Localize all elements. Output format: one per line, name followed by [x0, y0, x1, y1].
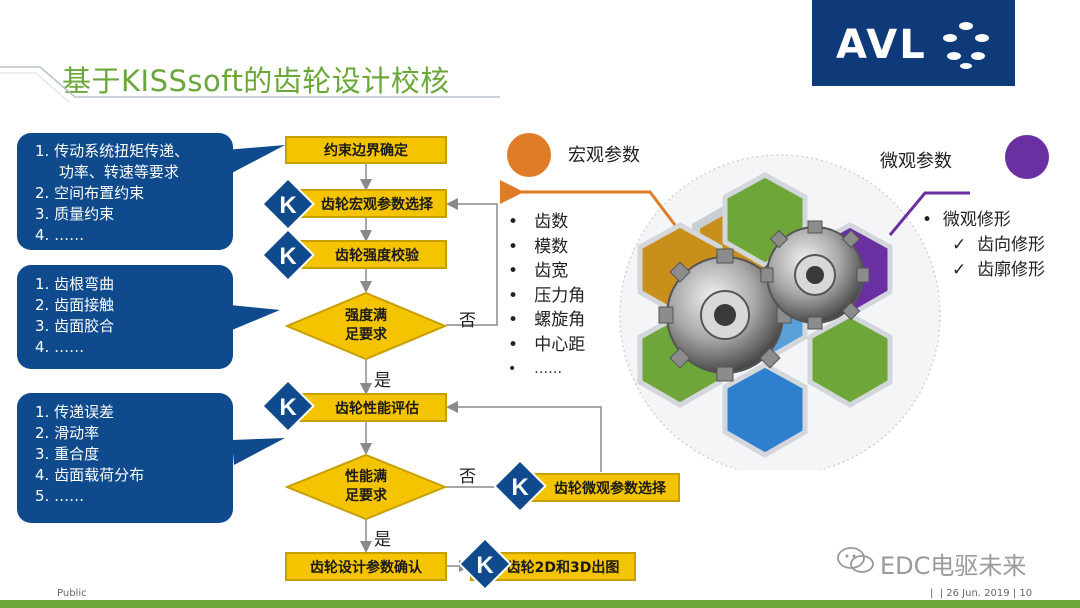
slide-title: 基于KISSsoft的齿轮设计校核	[62, 64, 450, 98]
list-item: 1. 齿根弯曲	[35, 275, 115, 293]
decision-strength-line2: 足要求	[345, 327, 387, 343]
kisssoft-k-icon-letter: K	[511, 474, 529, 501]
decision-performance-line2: 足要求	[345, 488, 387, 504]
performance-callout: 1. 传递误差 2. 滑动率 3. 重合度 4. 齿面载荷分布 5. ……	[17, 393, 233, 523]
micro-parameters-title: 微观参数	[880, 151, 952, 172]
list-item: • 中心距	[508, 334, 586, 355]
flow-step-constraints: 约束边界确定	[285, 136, 447, 164]
strength-callout: 1. 齿根弯曲 2. 齿面接触 3. 齿面胶合 4. ……	[17, 265, 233, 369]
kisssoft-k-icon-letter: K	[279, 192, 297, 219]
list-item: ✓ 齿向修形	[952, 235, 1046, 255]
decision-strength-line1: 强度满	[345, 308, 387, 324]
micro-indicator-dot	[1005, 135, 1049, 179]
kisssoft-k-icon	[261, 379, 315, 433]
avl-logo-mark-icon	[941, 20, 991, 71]
list-item: 4. ……	[35, 226, 85, 244]
list-item: 功率、转速等要求	[35, 163, 179, 181]
kisssoft-k-icon-letter: K	[476, 552, 494, 579]
list-item: • 齿宽	[508, 261, 569, 281]
footer-classification: Public	[57, 588, 87, 599]
no-label: 否	[459, 311, 476, 331]
wechat-icon	[837, 547, 874, 573]
list-item: 3. 质量约束	[35, 205, 115, 223]
flow-decision-performance	[285, 453, 447, 521]
gear-icon	[760, 220, 870, 330]
list-item: • ……	[508, 361, 563, 377]
flow-decision-strength	[285, 291, 447, 361]
kisssoft-k-icon	[493, 459, 547, 513]
kisssoft-k-icon	[261, 228, 315, 282]
kisssoft-k-icon	[261, 177, 315, 231]
list-item: • 微观修形	[922, 210, 1011, 230]
macro-parameters-title: 宏观参数	[568, 145, 640, 166]
kisssoft-k-icon-letter: K	[279, 394, 297, 421]
list-item: 4. ……	[35, 338, 85, 356]
watermark-text: EDC电驱未来	[880, 552, 1027, 580]
gear-hexagon-graphic	[500, 154, 970, 470]
footer-bar	[0, 600, 1080, 608]
list-item: ✓ 齿廓修形	[952, 260, 1046, 280]
list-item: • 齿数	[508, 212, 569, 232]
list-item: 2. 滑动率	[35, 424, 100, 442]
list-item: • 压力角	[508, 285, 586, 306]
avl-logo-text: AVL	[836, 22, 927, 68]
kisssoft-k-icon-letter: K	[279, 243, 297, 270]
list-item: 2. 齿面接触	[35, 296, 115, 314]
flow-step-micro-selection: 齿轮微观参数选择	[520, 473, 680, 502]
macro-indicator-dot	[507, 133, 551, 177]
kisssoft-k-icon	[458, 537, 512, 591]
list-item: 5. ……	[35, 487, 85, 505]
decision-performance-line1: 性能满	[345, 469, 387, 485]
yes-label: 是	[374, 530, 391, 550]
list-item: 3. 齿面胶合	[35, 317, 115, 335]
list-item: 2. 空间布置约束	[35, 184, 145, 202]
list-item: 1. 传递误差	[35, 403, 115, 421]
list-item: • 螺旋角	[508, 310, 586, 330]
callout-pointers	[225, 145, 285, 465]
flow-step-performance: 齿轮性能评估	[285, 393, 447, 422]
list-item: • 模数	[508, 236, 569, 257]
list-item: 1. 传动系统扭矩传递、	[35, 142, 190, 160]
kisssoft-badges: K K K K K	[261, 177, 547, 591]
constraints-callout: 1. 传动系统扭矩传递、 功率、转速等要求 2. 空间布置约束 3. 质量约束 …	[17, 133, 233, 250]
flow-step-strength-check: 齿轮强度校验	[285, 240, 447, 269]
yes-label: 是	[374, 371, 391, 391]
no-label: 否	[459, 467, 476, 487]
list-item: 4. 齿面载荷分布	[35, 466, 145, 484]
micro-parameter-list: • 微观修形 ✓ 齿向修形 ✓ 齿廓修形	[922, 208, 1045, 283]
macro-parameter-list: • 齿数 • 模数 • 齿宽 • 压力角 • 螺旋角 • 中心距 • ……	[508, 210, 585, 382]
footer-date-page: | | 26 Jun. 2019 | 10	[930, 588, 1033, 599]
flow-step-confirm: 齿轮设计参数确认	[285, 552, 447, 581]
list-item: 3. 重合度	[35, 445, 100, 463]
title-underline-decoration	[0, 66, 500, 104]
